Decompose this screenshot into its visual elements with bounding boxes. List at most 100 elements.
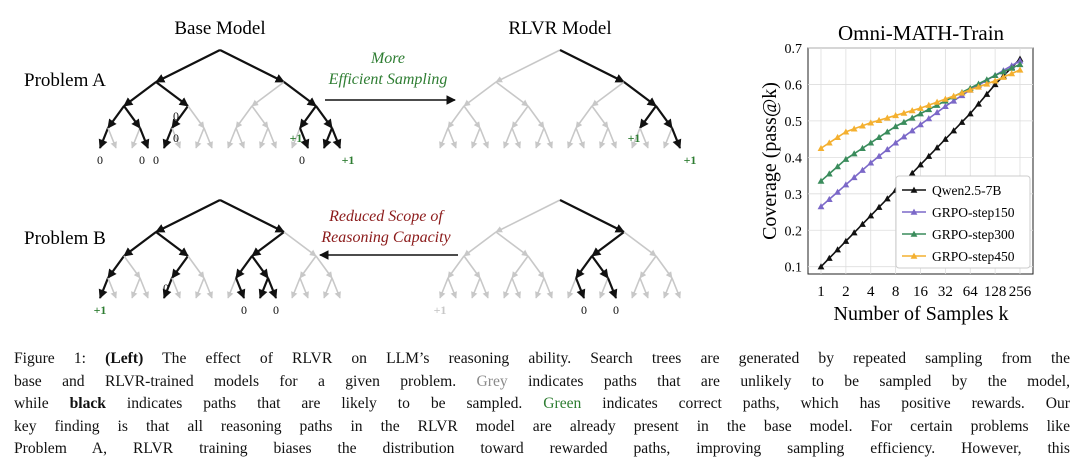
series-marker — [850, 150, 858, 157]
tree-edge — [543, 127, 553, 149]
tree-edge — [511, 277, 521, 299]
tree-edge — [575, 105, 593, 129]
tree-edge — [155, 81, 189, 107]
reward-zero-label: 0 — [273, 303, 279, 317]
series-marker — [875, 152, 883, 159]
series-marker — [883, 114, 891, 121]
tree-edge — [139, 277, 149, 299]
tree-edge — [251, 81, 285, 107]
chart-legend: Qwen2.5-7BGRPO-step150GRPO-step300GRPO-s… — [895, 175, 1031, 269]
series-marker — [983, 80, 991, 87]
tree-edge — [631, 127, 641, 149]
series-marker — [1000, 73, 1007, 80]
series-marker — [925, 115, 933, 122]
tree-edge — [671, 277, 681, 299]
tree-edge — [663, 127, 673, 149]
caption-line-3: while black indicates paths that are lik… — [14, 395, 1070, 413]
series-marker — [908, 169, 916, 176]
legend-entry: Qwen2.5-7B — [902, 183, 1001, 198]
tree-edge — [299, 255, 317, 279]
tree-edge — [227, 277, 237, 299]
series-marker — [817, 177, 825, 184]
series-marker — [950, 97, 958, 104]
legend-entry: GRPO-step150 — [902, 205, 1015, 220]
x-tick-label: 256 — [1009, 284, 1032, 300]
tree-edge — [162, 277, 174, 299]
tree-edge — [330, 127, 342, 149]
tree-edge — [606, 277, 618, 299]
tree-edge — [315, 255, 333, 279]
tree-edge — [98, 127, 110, 149]
series-marker — [842, 237, 850, 244]
tree-edge — [471, 127, 481, 149]
tree-edge — [479, 127, 489, 149]
tree-edge — [495, 199, 561, 233]
series-marker — [900, 133, 908, 140]
tree-edge — [543, 277, 553, 299]
tree-edge — [567, 127, 577, 149]
row-label-problem-b: Problem B — [24, 228, 106, 249]
tree-edge — [575, 127, 585, 149]
series-marker — [991, 71, 999, 79]
legend-label: Qwen2.5-7B — [932, 183, 1001, 198]
tree-edge — [663, 277, 673, 299]
x-tick-label: 4 — [867, 284, 875, 300]
series-marker — [941, 102, 949, 110]
caption-green-word: Green — [543, 395, 582, 413]
tree-edge — [447, 255, 465, 279]
tree-edge — [187, 105, 205, 129]
x-tick-label: 8 — [892, 284, 900, 300]
series-marker — [892, 122, 900, 130]
tree-edge — [599, 127, 609, 149]
series-marker — [875, 116, 883, 124]
reward-zero-label: 0 — [153, 153, 159, 167]
tree-edge — [535, 277, 545, 299]
tree-edge — [495, 49, 561, 83]
tree-edge — [298, 127, 310, 149]
series-marker — [1016, 66, 1024, 73]
reward-plus-one-label: +1 — [342, 153, 355, 167]
tree-edge — [123, 255, 141, 279]
tree-edge — [331, 277, 341, 299]
y-tick-label: 0.3 — [785, 188, 803, 203]
reward-zero-label: 0 — [173, 131, 179, 145]
tree-edge — [439, 127, 449, 149]
series-marker — [908, 127, 916, 134]
series-marker — [892, 112, 900, 119]
tree-edge — [527, 105, 545, 129]
legend-label: GRPO-step450 — [932, 249, 1015, 264]
legend-entry: GRPO-step450 — [902, 249, 1015, 264]
x-tick-label: 1 — [817, 284, 825, 300]
reward-plus-one-label: +1 — [628, 131, 641, 145]
series-marker — [975, 100, 982, 107]
series-marker — [842, 155, 850, 162]
col-title-rlvr: RLVR Model — [508, 18, 611, 39]
series-marker — [859, 166, 866, 173]
series-marker — [859, 144, 866, 151]
series-marker — [850, 174, 858, 181]
tree-edge — [495, 81, 529, 107]
tree-edge — [511, 105, 529, 129]
reward-plus-one-label: +1 — [434, 303, 447, 317]
series-marker — [1008, 70, 1016, 77]
tree-edge — [495, 231, 529, 257]
tree-edge — [251, 255, 269, 279]
tree-edge — [195, 277, 205, 299]
tree-edge — [439, 277, 449, 299]
tree-edge — [162, 127, 174, 149]
tree-edge — [463, 255, 481, 279]
tree-edge — [591, 81, 625, 107]
tree-edge — [447, 277, 457, 299]
tree-edge — [567, 277, 577, 299]
reward-plus-one-label: +1 — [290, 131, 303, 145]
tree-edge — [203, 277, 213, 299]
tree-edge — [195, 127, 205, 149]
tree-edge — [599, 277, 609, 299]
series-marker — [908, 114, 916, 121]
tree-edge — [155, 49, 221, 83]
series-marker — [817, 144, 825, 151]
